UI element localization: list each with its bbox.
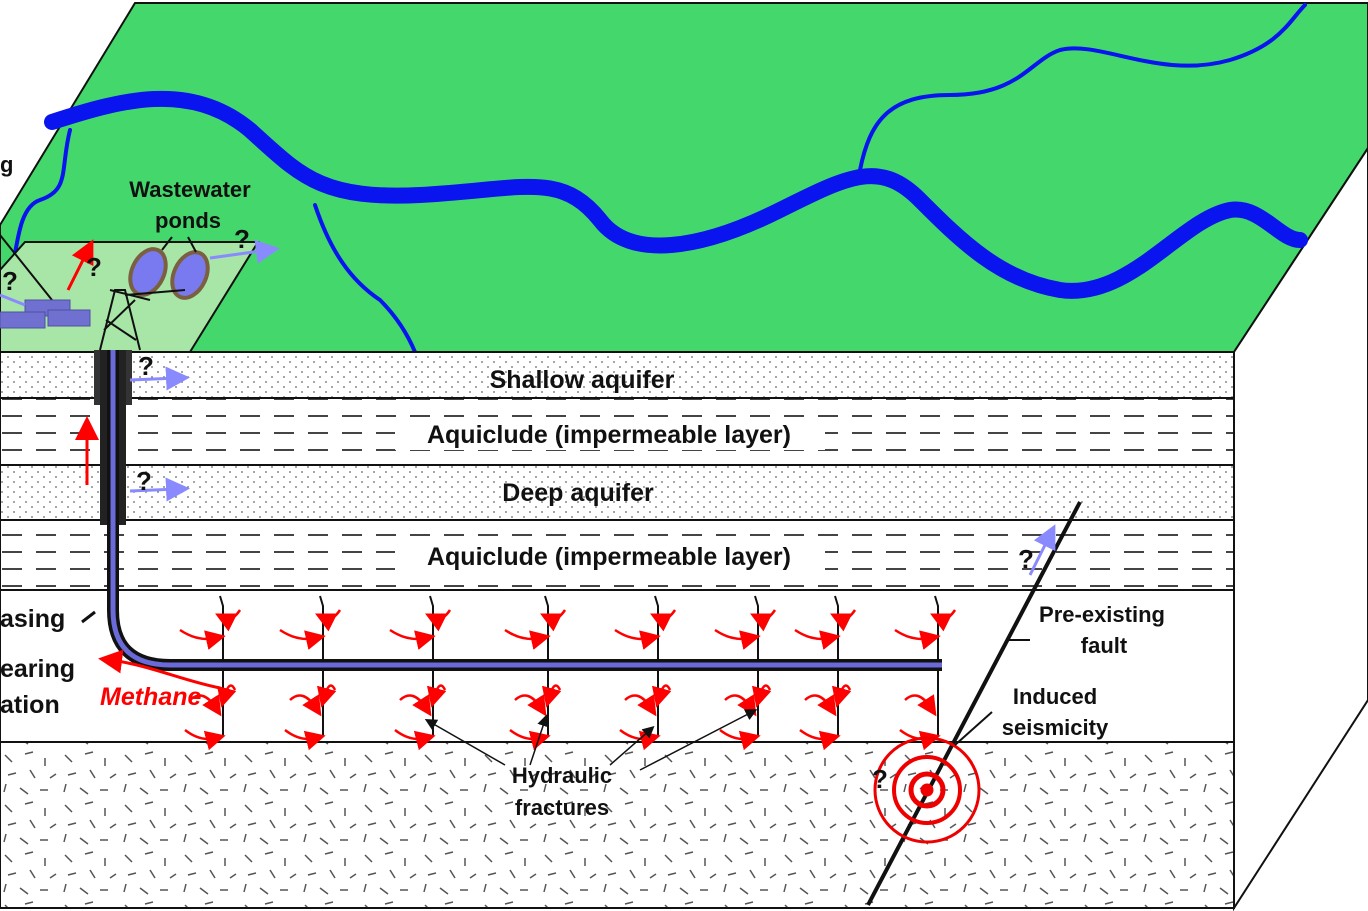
fractures-label-2: fractures	[515, 795, 609, 820]
methane-arrow	[794, 628, 841, 650]
question-mark: ?	[2, 266, 18, 296]
question-mark: ?	[138, 351, 154, 381]
methane-arrow	[179, 628, 226, 650]
ponds-label-2: ponds	[155, 208, 221, 233]
methane-arrow	[540, 609, 567, 632]
basement-rock-layer	[0, 741, 1235, 909]
methane-arrow	[832, 684, 852, 708]
methane-arrow	[317, 684, 337, 708]
methane-arrow	[714, 628, 761, 650]
leak-arrow	[66, 239, 94, 291]
methane-arrow	[284, 729, 326, 751]
aquiclude-label-1: Aquiclude (impermeable layer)	[427, 421, 791, 449]
seismicity-label-1: Induced	[1013, 684, 1097, 709]
methane-arrow	[830, 609, 857, 632]
runoff-arrow	[209, 239, 280, 264]
methane-arrow	[614, 628, 661, 650]
casing-label: asing	[0, 605, 65, 633]
question-mark: ?	[1018, 544, 1034, 574]
seismic-epicenter-icon	[873, 736, 981, 844]
methane-arrow	[389, 628, 436, 650]
methane-arrow	[930, 609, 957, 632]
fault-label-1: Pre-existing	[1039, 602, 1165, 627]
methane-arrow	[394, 729, 436, 751]
methane-arrow	[904, 694, 937, 717]
methane-arrow	[514, 694, 547, 717]
methane-arrow	[504, 628, 551, 650]
formation-label-2: ation	[0, 691, 60, 719]
cut-label: g	[0, 152, 13, 177]
methane-arrow	[719, 729, 761, 751]
methane-arrow	[624, 694, 657, 717]
ponds-label-1: Wastewater	[129, 177, 251, 202]
methane-arrow	[279, 628, 326, 650]
methane-arrow	[650, 609, 677, 632]
formation-label-1: earing	[0, 655, 75, 683]
aquiclude-label-2: Aquiclude (impermeable layer)	[427, 543, 791, 571]
question-mark: ?	[234, 224, 250, 254]
methane-arrow	[542, 684, 562, 708]
drilling-rig	[99, 289, 186, 351]
methane-arrow	[724, 694, 757, 717]
question-mark: ?	[872, 764, 888, 794]
storage-tanks	[0, 299, 91, 329]
well-casing	[94, 350, 942, 671]
methane-arrow	[399, 694, 432, 717]
methane-arrow	[804, 694, 837, 717]
methane-arrow	[427, 684, 447, 708]
methane-arrow	[752, 684, 772, 708]
seismicity-label-2: seismicity	[1002, 715, 1109, 740]
shallow-aquifer-label: Shallow aquifer	[490, 366, 675, 394]
methane-arrow	[184, 729, 226, 751]
methane-arrow	[215, 609, 242, 632]
question-mark: ?	[136, 466, 152, 496]
shallow-aquifer-layer	[0, 351, 1235, 399]
methane-arrow	[619, 729, 661, 751]
methane-arrow	[217, 684, 237, 708]
methane-arrow	[799, 729, 841, 751]
methane-arrow	[289, 694, 322, 717]
question-mark: ?	[86, 252, 102, 282]
deep-aquifer-label: Deep aquifer	[502, 479, 654, 507]
methane-label: Methane	[100, 683, 202, 711]
methane-arrow	[189, 694, 222, 717]
wastewater-ponds	[128, 236, 210, 300]
fault-label-2: fault	[1081, 633, 1128, 658]
fractures-label-1: Hydraulic	[512, 763, 612, 788]
methane-arrow	[315, 609, 342, 632]
methane-arrow	[652, 684, 672, 708]
methane-arrow	[894, 628, 941, 650]
methane-arrow	[750, 609, 777, 632]
methane-arrow	[425, 609, 452, 632]
methane-flow-arrows	[179, 609, 957, 751]
